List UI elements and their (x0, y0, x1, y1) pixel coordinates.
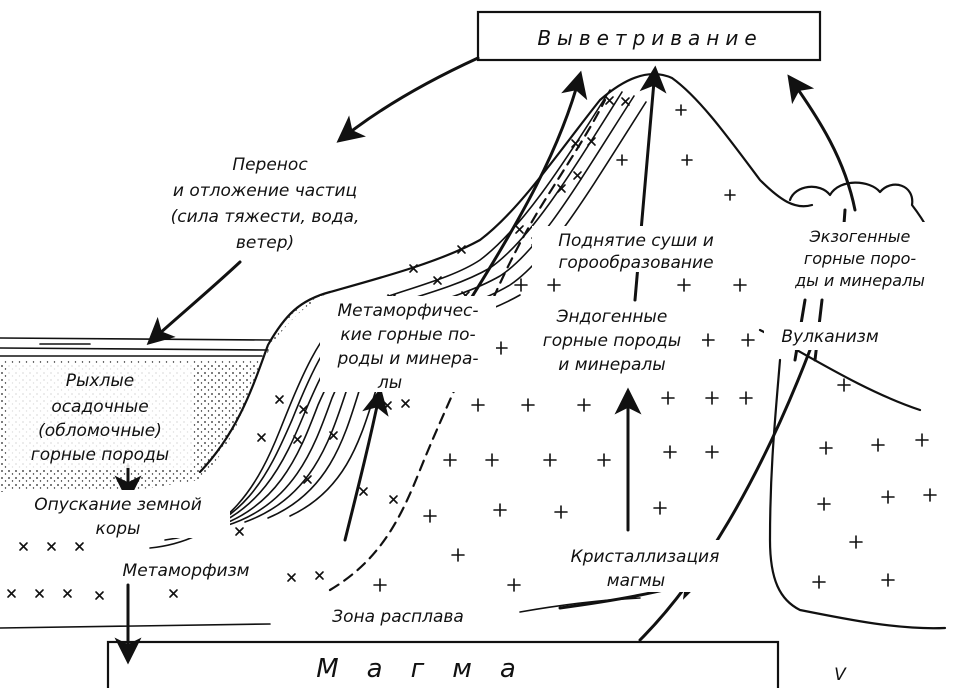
metamorphism-label: Метаморфизм (98, 556, 276, 582)
mountain-outline (328, 73, 814, 294)
crystallization-line-1: Кристаллизация (571, 547, 720, 567)
transport-label: Перенос и отложение частиц (сила тяжести… (171, 155, 360, 253)
endogenous-line-3: и минералы (558, 355, 665, 375)
melt-zone-text: Зона расплава (332, 607, 464, 627)
metamorphic-rocks-label: Метаморфичес- кие горные по- роды и мине… (320, 296, 496, 393)
sediment-slope-fill (255, 292, 330, 375)
transport-line-1: Перенос (232, 155, 308, 175)
uplift-line-1: Поднятие суши и (558, 231, 714, 251)
transport-line-3: (сила тяжести, вода, (171, 207, 360, 227)
exogenous-line-3: ды и минералы (794, 271, 925, 290)
sea-surface (0, 337, 271, 357)
metamorphic-line-4: лы (377, 373, 402, 393)
endogenous-line-1: Эндогенные (556, 307, 668, 327)
metamorphic-line-2: кие горные по- (340, 325, 475, 345)
metamorphism-text: Метаморфизм (123, 561, 250, 581)
arrow-metamorphic-up (468, 70, 588, 302)
transport-line-2: и отложение частиц (173, 181, 357, 201)
crystallization-line-2: магмы (607, 571, 665, 591)
subsidence-line-2: коры (96, 519, 141, 539)
magma-box: Магма (106, 640, 780, 693)
loose-rocks-line-4: горные породы (31, 445, 169, 465)
arrow-exogenous-up (787, 74, 857, 212)
metamorphic-line-3: роды и минера- (336, 349, 478, 369)
arrow-magma-to-volcanism (638, 348, 812, 642)
subsidence-label: Опускание земной коры (8, 490, 230, 539)
exogenous-line-2: горные поро- (804, 249, 917, 268)
endogenous-label: Эндогенные горные породы и минералы (526, 302, 702, 376)
weathering-box: Выветривание (476, 10, 822, 62)
uplift-label: Поднятие суши и горообразование (532, 226, 740, 273)
uplift-line-2: горообразование (558, 253, 713, 273)
crystallization-label: Кристаллизация магмы (540, 540, 754, 592)
loose-rocks-line-3: (обломочные) (38, 421, 162, 441)
arrow-weathering-to-transport (336, 56, 480, 143)
endogenous-line-2: горные породы (543, 331, 681, 351)
melt-zone-label: Зона расплава (302, 602, 492, 630)
volcanism-label: Вулканизм (764, 322, 898, 350)
loose-rocks-line-2: осадочные (51, 397, 148, 417)
magma-label: Магма (316, 654, 544, 684)
loose-rocks-label: Рыхлые осадочные (обломочные) горные пор… (8, 364, 192, 468)
loose-rocks-line-1: Рыхлые (66, 371, 134, 391)
weathering-label: Выветривание (537, 26, 762, 50)
corner-mark: V (834, 665, 847, 685)
volcanism-text: Вулканизм (781, 327, 878, 347)
metamorphic-x-marks (7, 96, 630, 600)
subsidence-line-1: Опускание земной (34, 495, 202, 515)
granite-crosses (373, 104, 937, 592)
metamorphic-line-1: Метаморфичес- (337, 301, 478, 321)
exogenous-line-1: Экзогенные (809, 227, 911, 246)
arrow-transport-to-sediment (146, 260, 242, 346)
arrow-metamorphism-up (343, 387, 389, 542)
transport-line-4: ветер) (236, 233, 294, 253)
exogenous-label: Экзогенные горные поро- ды и минералы (780, 222, 942, 294)
